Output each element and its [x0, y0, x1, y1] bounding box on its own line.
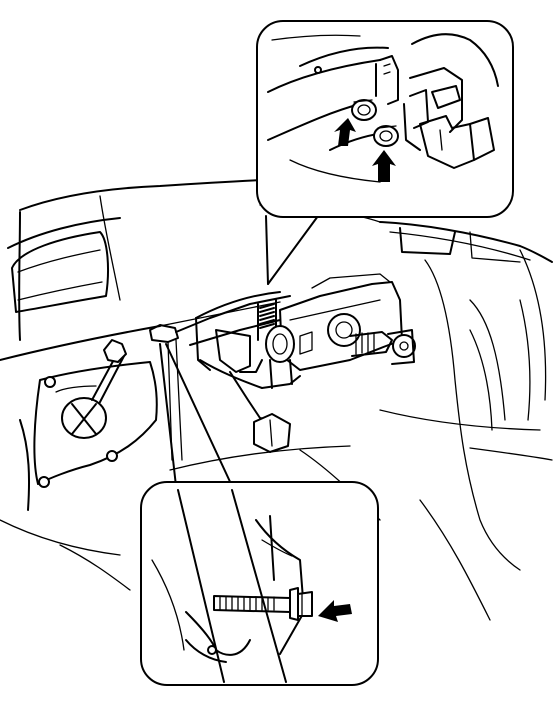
detail-view-lower — [140, 481, 379, 686]
detail-view-upper — [256, 20, 514, 218]
callout-leader-upper — [265, 215, 319, 285]
callout-leader-lower — [159, 343, 233, 487]
dashboard-overview — [0, 179, 553, 621]
arrow-pointer-icon — [318, 600, 352, 622]
detail-upper-drawing — [267, 33, 499, 183]
arrow-pointer-icon — [334, 118, 356, 146]
arrow-pointer-icon — [372, 150, 396, 182]
detail-lower-drawing — [151, 489, 313, 683]
